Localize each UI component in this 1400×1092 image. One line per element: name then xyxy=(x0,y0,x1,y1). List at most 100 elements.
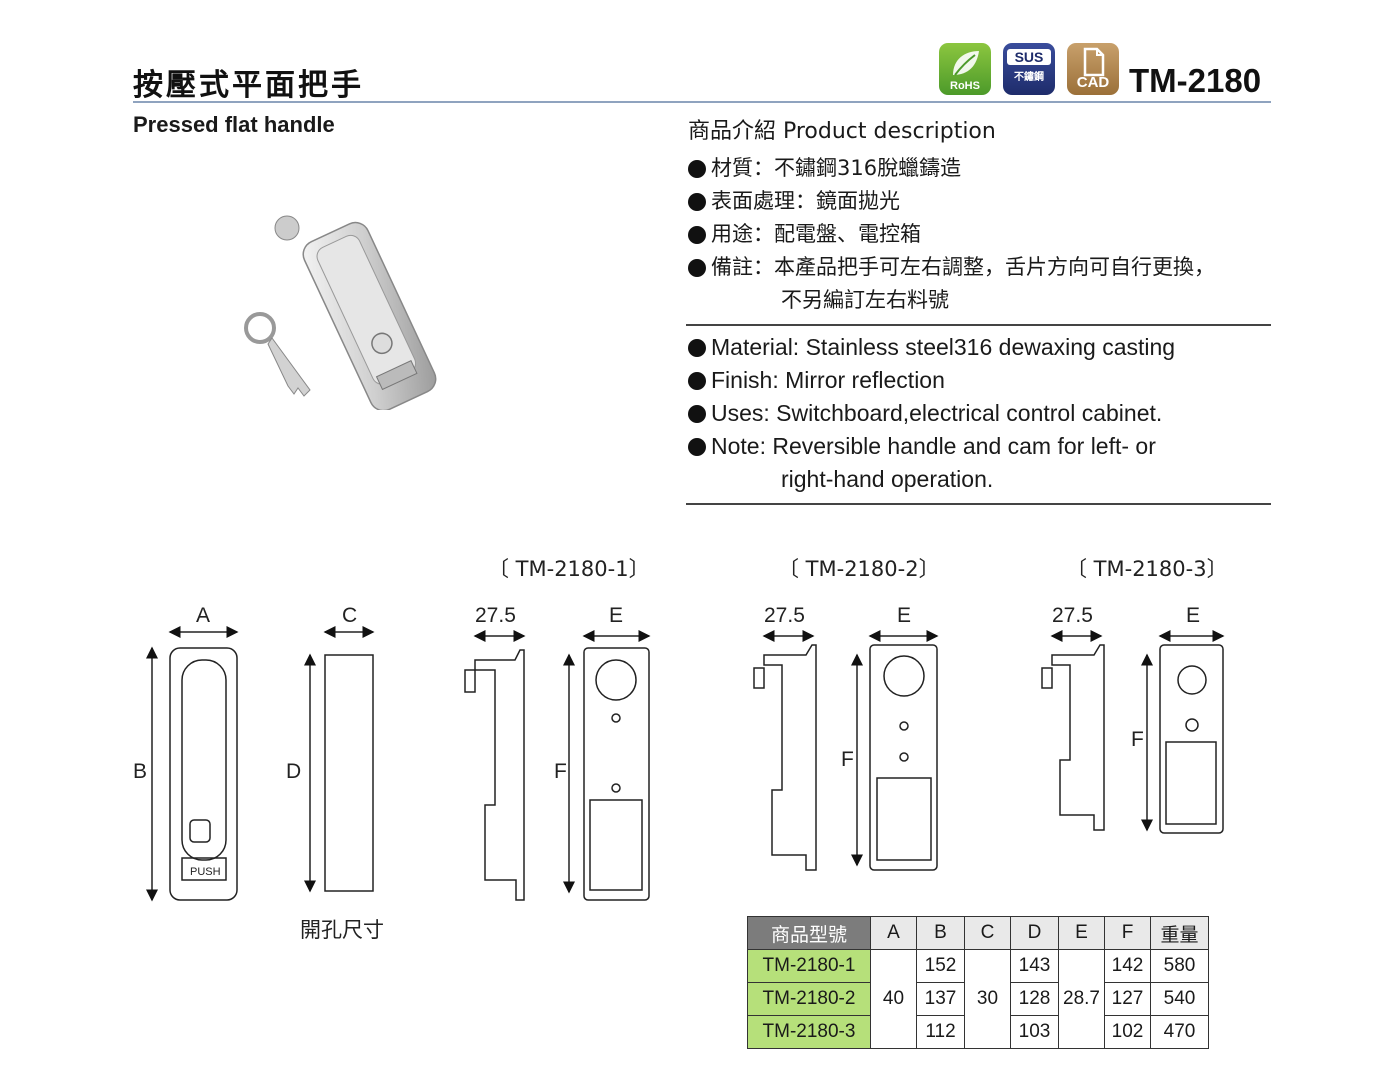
dim-b-label: B xyxy=(133,760,148,783)
variant-3-drawing xyxy=(1041,630,1225,834)
description-heading: 商品介紹 Product description xyxy=(688,119,996,144)
table-cell-model: TM-2180-3 xyxy=(747,1015,871,1049)
rohs-badge: RoHS xyxy=(939,43,991,95)
variant-3-f-label: F xyxy=(1131,728,1144,751)
page-title: 按壓式平面把手 xyxy=(133,68,364,103)
push-label: PUSH xyxy=(190,866,221,878)
list-item-text: Finish: Mirror reflection xyxy=(711,367,945,393)
table-header: C xyxy=(964,916,1011,950)
table-header: D xyxy=(1010,916,1059,950)
page-subtitle: Pressed flat handle xyxy=(133,112,335,137)
table-cell-b: 137 xyxy=(916,982,965,1016)
table-header: B xyxy=(916,916,965,950)
table-header: A xyxy=(870,916,917,950)
table-cell-f: 127 xyxy=(1104,982,1151,1016)
dim-a-label: A xyxy=(196,604,211,627)
list-item: Finish: Mirror reflection xyxy=(688,364,1175,397)
table-cell-e: 28.7 xyxy=(1058,949,1105,1049)
spec-table: 商品型號 A B C D E F 重量 TM-2180-1 40 152 30 … xyxy=(747,916,1209,1049)
list-item-continuation: right-hand operation. xyxy=(781,466,994,492)
document-icon xyxy=(1083,47,1105,77)
list-item: Note: Reversible handle and cam for left… xyxy=(688,430,1175,496)
table-cell-a: 40 xyxy=(870,949,917,1049)
table-cell-weight: 580 xyxy=(1150,949,1209,983)
bullet-icon xyxy=(688,372,706,390)
table-cell-f: 142 xyxy=(1104,949,1151,983)
table-cell-d: 128 xyxy=(1010,982,1059,1016)
list-item-text: 表面處理：鏡面拋光 xyxy=(711,189,900,213)
variant-1-caption: 〔 TM-2180-1〕 xyxy=(488,557,650,581)
section-divider xyxy=(686,324,1271,326)
product-photo xyxy=(244,215,437,410)
list-item-text: 備註：本產品把手可左右調整，舌片方向可自行更換， xyxy=(711,255,1215,279)
table-header-row: 商品型號 A B C D E F 重量 xyxy=(747,916,1209,950)
list-item-text: Material: Stainless steel316 dewaxing ca… xyxy=(711,334,1176,360)
variant-3-caption: 〔 TM-2180-3〕 xyxy=(1066,557,1228,581)
variant-3-e-label: E xyxy=(1186,604,1201,627)
table-header: F xyxy=(1104,916,1151,950)
list-item-text: Uses: Switchboard,electrical control cab… xyxy=(711,400,1163,426)
bullet-icon xyxy=(688,193,706,211)
model-code: TM-2180 xyxy=(1129,62,1262,99)
table-cell-c: 30 xyxy=(964,949,1011,1049)
stainless-label: 不鏽鋼 xyxy=(1014,72,1044,83)
table-cell-weight: 540 xyxy=(1150,982,1209,1016)
variant-2-f-label: F xyxy=(841,748,854,771)
list-item: 材質：不鏽鋼316脫蠟鑄造 xyxy=(688,152,1215,185)
variant-2-side-dim: 27.5 xyxy=(764,604,805,627)
variant-2-caption: 〔 TM-2180-2〕 xyxy=(778,557,940,581)
list-item-text: 用途：配電盤、電控箱 xyxy=(711,222,921,246)
table-row: TM-2180-3 112 103 102 470 xyxy=(747,1015,1209,1049)
list-item-text: Note: Reversible handle and cam for left… xyxy=(711,433,1156,459)
variant-2-e-label: E xyxy=(897,604,912,627)
cutout-view xyxy=(304,626,375,893)
key-icon xyxy=(244,312,311,397)
dim-d-label: D xyxy=(286,760,302,783)
variant-1-e-label: E xyxy=(609,604,624,627)
table-cell-d: 103 xyxy=(1010,1015,1059,1049)
variant-1-f-label: F xyxy=(554,760,567,783)
table-cell-b: 152 xyxy=(916,949,965,983)
table-cell-model: TM-2180-2 xyxy=(747,982,871,1016)
rohs-label: RoHS xyxy=(950,80,980,92)
table-header: E xyxy=(1058,916,1105,950)
table-cell-f: 102 xyxy=(1104,1015,1151,1049)
list-item: 備註：本產品把手可左右調整，舌片方向可自行更換， 不另編訂左右料號 xyxy=(688,251,1215,317)
variant-2-drawing xyxy=(753,630,939,871)
variant-1-side-dim: 27.5 xyxy=(475,604,516,627)
list-item: Uses: Switchboard,electrical control cab… xyxy=(688,397,1175,430)
dim-c-label: C xyxy=(342,604,358,627)
bullet-icon xyxy=(688,160,706,178)
cutout-caption: 開孔尺寸 xyxy=(300,918,384,942)
table-header: 重量 xyxy=(1150,916,1209,950)
list-item: 表面處理：鏡面拋光 xyxy=(688,185,1215,218)
table-cell-d: 143 xyxy=(1010,949,1059,983)
table-header: 商品型號 xyxy=(747,916,871,950)
cad-label: CAD xyxy=(1076,74,1110,91)
section-divider xyxy=(686,503,1271,505)
bullet-icon xyxy=(688,226,706,244)
bullet-icon xyxy=(688,405,706,423)
spec-list-zh: 材質：不鏽鋼316脫蠟鑄造 表面處理：鏡面拋光 用途：配電盤、電控箱 備註：本產… xyxy=(688,152,1215,317)
bullet-icon xyxy=(688,259,706,277)
table-cell-model: TM-2180-1 xyxy=(747,949,871,983)
table-row: TM-2180-1 40 152 30 143 28.7 142 580 xyxy=(747,949,1209,1049)
sus-label: SUS xyxy=(1007,49,1051,65)
table-cell-weight: 470 xyxy=(1150,1015,1209,1049)
list-item-continuation: 不另編訂左右料號 xyxy=(781,288,949,312)
list-item: 用途：配電盤、電控箱 xyxy=(688,218,1215,251)
title-divider xyxy=(133,101,1271,103)
spec-list-en: Material: Stainless steel316 dewaxing ca… xyxy=(688,331,1175,496)
variant-3-side-dim: 27.5 xyxy=(1052,604,1093,627)
table-cell-b: 112 xyxy=(916,1015,965,1049)
cad-badge: CAD xyxy=(1067,43,1119,95)
leaf-icon xyxy=(953,51,979,76)
list-item: Material: Stainless steel316 dewaxing ca… xyxy=(688,331,1175,364)
list-item-text: 材質：不鏽鋼316脫蠟鑄造 xyxy=(711,156,962,180)
variant-1-drawing xyxy=(464,630,651,901)
bullet-icon xyxy=(688,438,706,456)
table-row: TM-2180-2 137 128 127 540 xyxy=(747,982,1209,1016)
front-view xyxy=(146,626,239,902)
bullet-icon xyxy=(688,339,706,357)
